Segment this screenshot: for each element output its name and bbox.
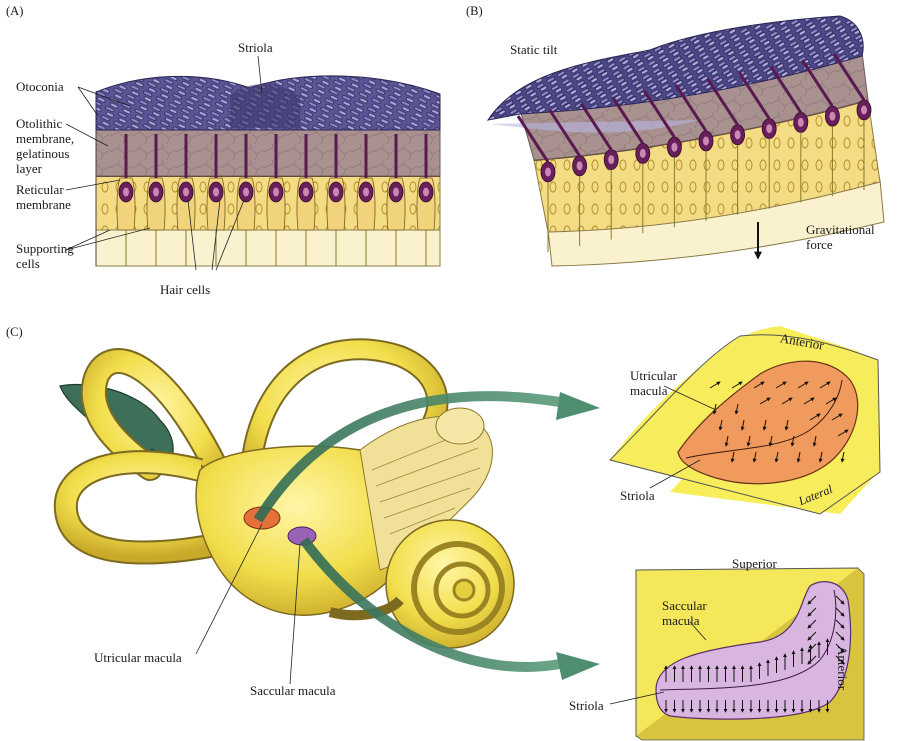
hair-cells-label: Hair cells <box>160 282 210 297</box>
saccule-inset-anterior: Anterior <box>835 646 850 690</box>
static-tilt-label: Static tilt <box>510 42 557 57</box>
panel-label-c: (C) <box>6 325 23 340</box>
saccule-inset-striola: Striola <box>569 698 604 713</box>
reticular-membrane-label: Reticular membrane <box>16 182 71 212</box>
saccule-inset-superior: Superior <box>732 556 777 571</box>
utricle-inset <box>610 326 880 514</box>
otoconia-label: Otoconia <box>16 79 64 94</box>
gravitational-force-label: Gravitational force <box>806 222 875 252</box>
saccule-inset <box>636 568 864 740</box>
utricle-inset-striola: Striola <box>620 488 655 503</box>
saccule-inset-title: Saccular macula <box>662 598 707 628</box>
utricle-inset-title: Utricular macula <box>630 368 677 398</box>
panel-label-b: (B) <box>466 4 483 19</box>
utricular-macula-label: Utricular macula <box>94 650 182 665</box>
supporting-cells-label: Supporting cells <box>16 241 74 271</box>
otolithic-membrane-label: Otolithic membrane, gelatinous layer <box>16 116 74 176</box>
panel-a-block <box>96 76 440 266</box>
striola-label-a: Striola <box>238 40 273 55</box>
panel-label-a: (A) <box>6 4 23 19</box>
saccular-macula-label: Saccular macula <box>250 683 336 698</box>
